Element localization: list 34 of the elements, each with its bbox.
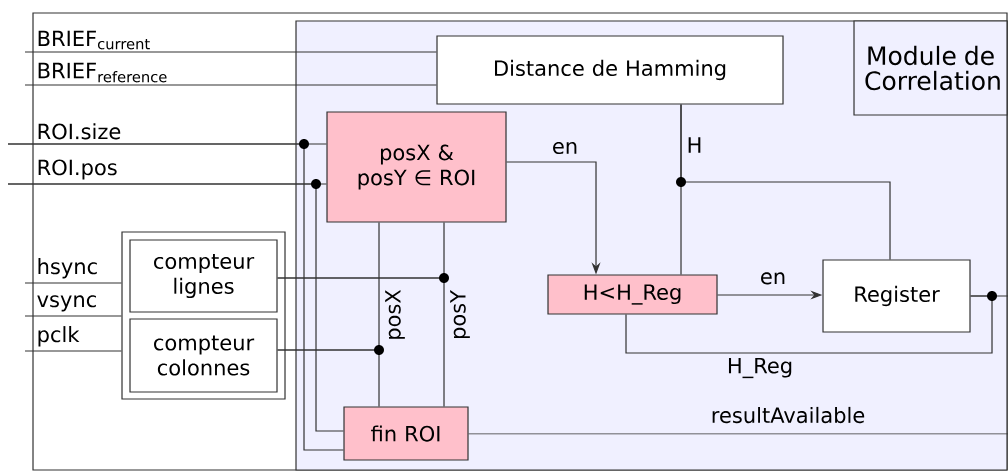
- process-box: H<H_Reg: [547, 274, 718, 315]
- connector: [7, 143, 344, 451]
- connector: [680, 104, 891, 260]
- connector: [24, 51, 437, 53]
- edge-label: $\text{BRIEF}_{\text{reference}}$: [38, 62, 167, 83]
- edge-label: vsync: [37, 295, 96, 312]
- edge-label: posX: [385, 289, 405, 339]
- process-box: Distance de Hamming: [436, 35, 784, 105]
- edge-label: $\text{BRIEF}_{\text{current}}$: [38, 30, 150, 50]
- connector: [970, 295, 1008, 297]
- edge-label: posY: [450, 289, 470, 339]
- edge-label: en: [761, 272, 785, 285]
- connector: [277, 349, 380, 407]
- edge-label: H: [688, 137, 701, 153]
- connector: [24, 84, 437, 86]
- register-box: Register: [822, 259, 971, 333]
- connector: [24, 282, 122, 284]
- connector: [277, 277, 445, 407]
- edge-label: en: [553, 141, 577, 155]
- counter-box: compteur colonnes: [129, 318, 278, 393]
- edge-label: ROI.pos: [38, 159, 117, 180]
- connector: [24, 350, 122, 352]
- edge-label: pclk: [38, 326, 80, 347]
- process-box: posX & posY ∈ ROI: [326, 111, 507, 223]
- edge-label: hsync: [38, 258, 97, 279]
- connector: [24, 315, 122, 317]
- connector: [7, 183, 344, 432]
- edge-label: resultAvailable: [712, 406, 865, 424]
- counter-box: compteur lignes: [129, 239, 278, 313]
- title-box: Module de Correlation: [853, 20, 1008, 116]
- edge-label: ROI.size: [38, 123, 121, 140]
- process-box: fin ROI: [343, 406, 469, 461]
- edge-label: H_Reg: [728, 357, 792, 379]
- connector: [468, 433, 1008, 435]
